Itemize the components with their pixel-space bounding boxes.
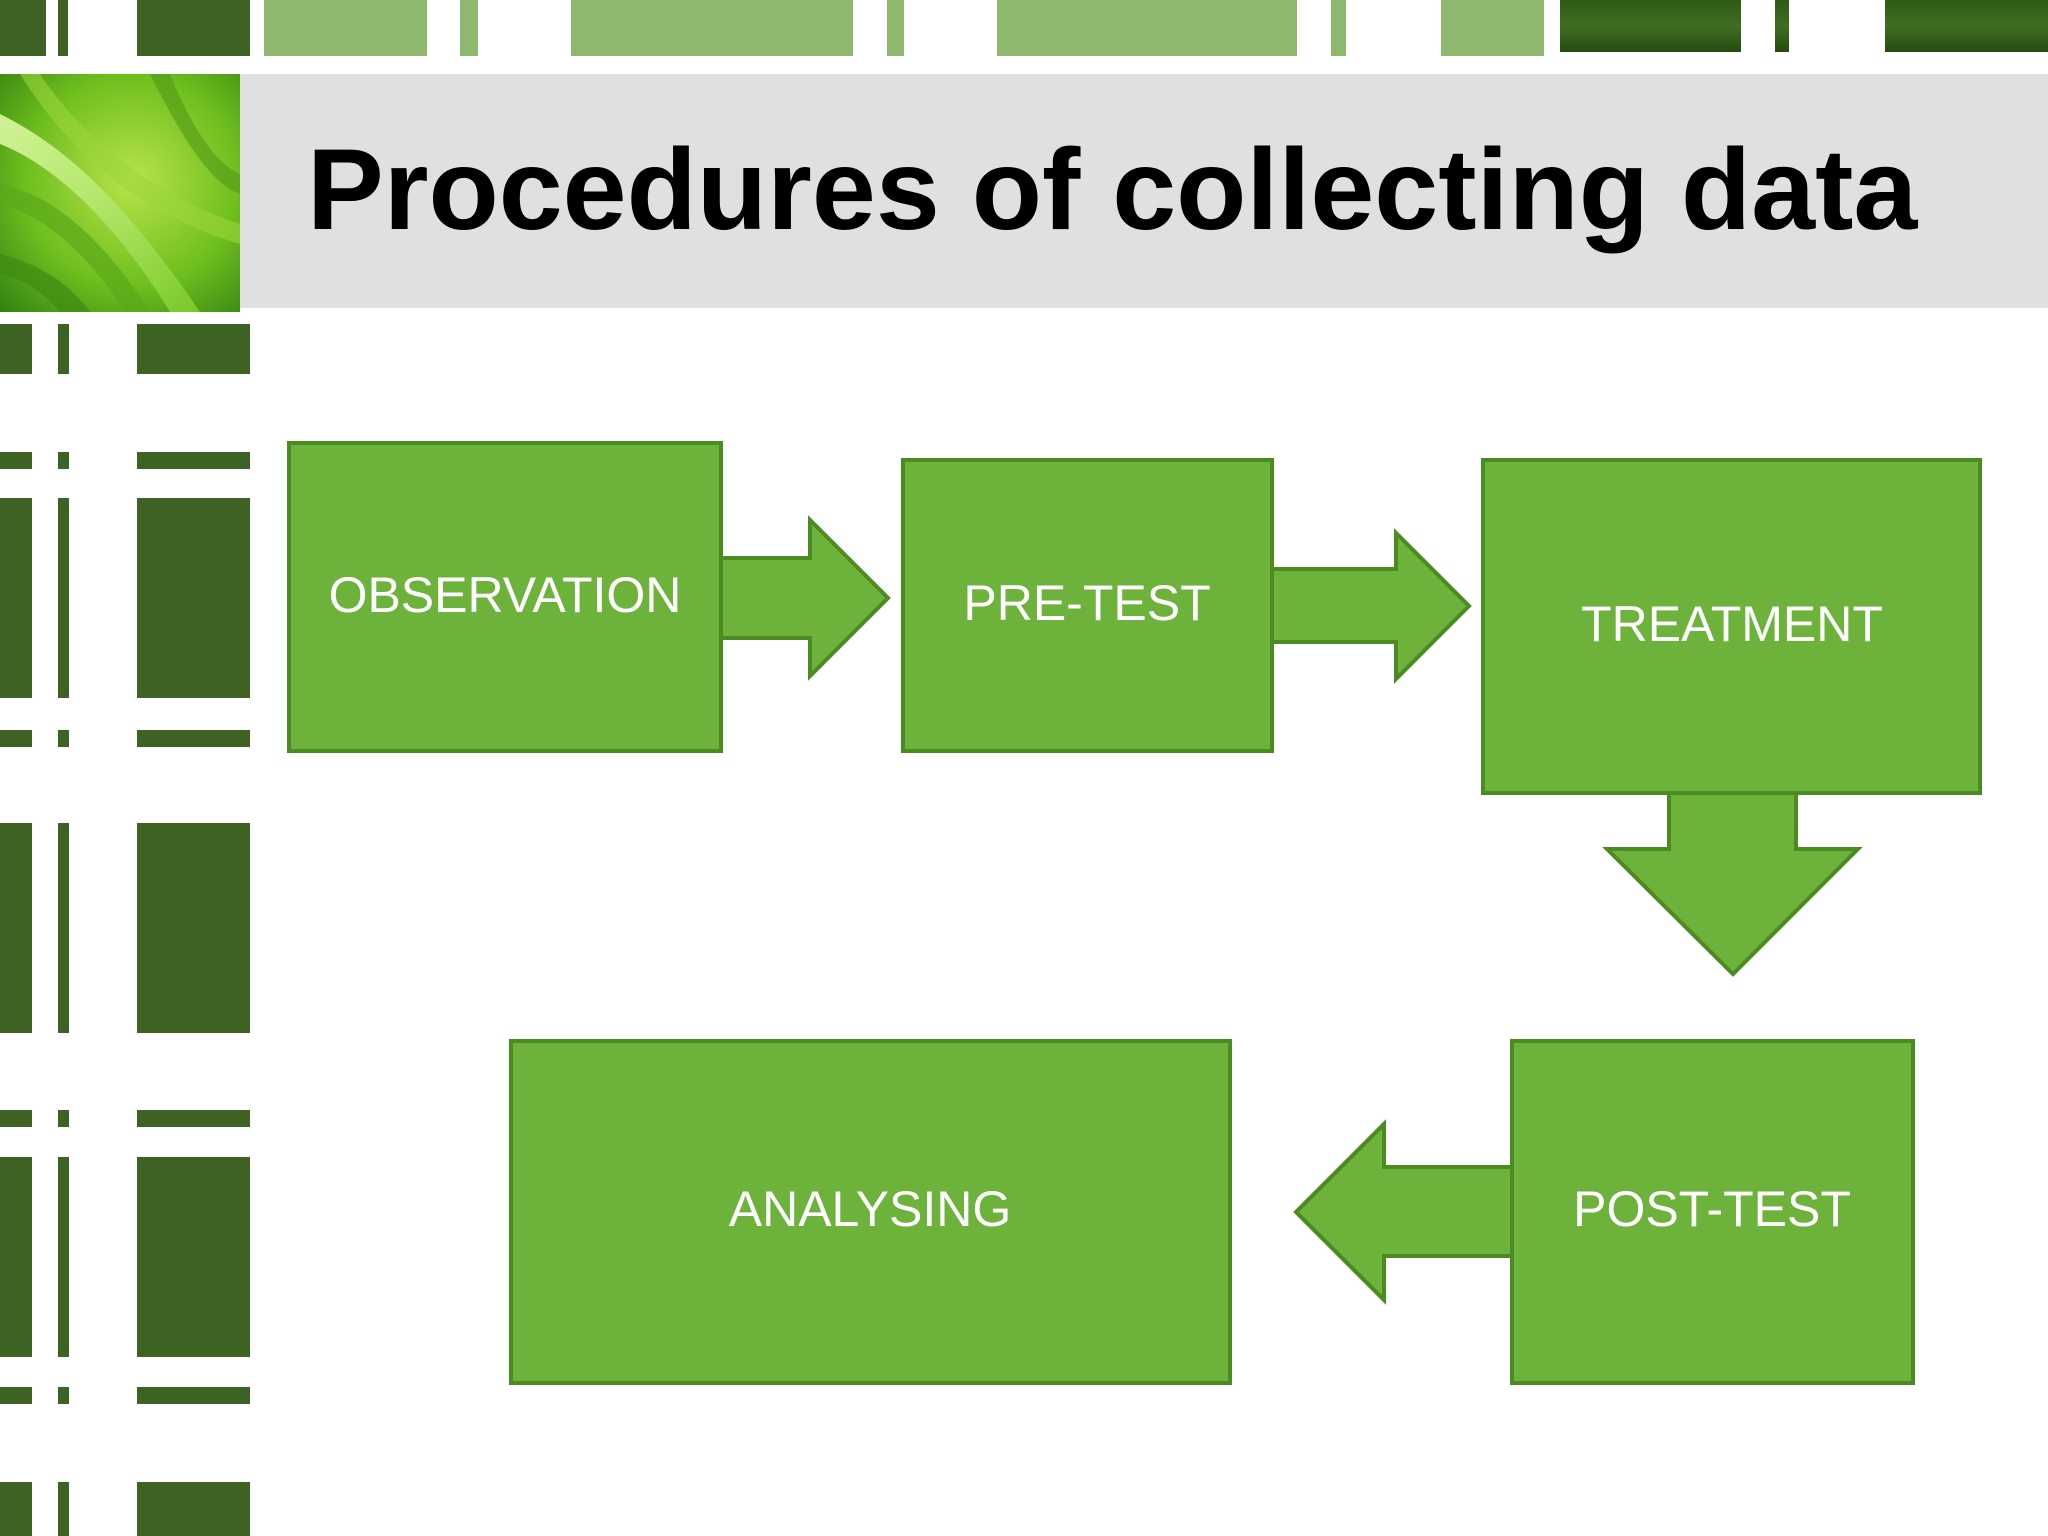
step-label-post-test: POST-TEST bbox=[1573, 1181, 1851, 1237]
left-bar bbox=[137, 823, 250, 1033]
top-bar bbox=[0, 0, 46, 56]
slide-title: Procedures of collecting data bbox=[307, 126, 1918, 254]
top-bar bbox=[997, 0, 1297, 56]
top-bar bbox=[1885, 0, 2048, 52]
step-box-treatment bbox=[1481, 458, 1982, 795]
left-bar bbox=[58, 823, 69, 1033]
step-box-analysing bbox=[509, 1039, 1232, 1385]
left-bar bbox=[58, 1482, 69, 1536]
left-bar bbox=[137, 498, 250, 698]
left-bar bbox=[0, 1387, 32, 1404]
arrow-treatment-to-posttest bbox=[1602, 791, 1863, 977]
arrow-posttest-to-analysing bbox=[1293, 1119, 1514, 1305]
grass-image bbox=[0, 74, 240, 312]
step-box-pre-test bbox=[901, 458, 1274, 753]
left-bar bbox=[58, 1157, 69, 1357]
left-bar bbox=[58, 730, 69, 747]
left-bar bbox=[137, 452, 250, 469]
left-bar bbox=[0, 452, 32, 469]
arrow-pretest-to-treatment bbox=[1270, 528, 1472, 684]
arrow-observation-to-pretest bbox=[719, 515, 891, 681]
left-bar bbox=[0, 823, 32, 1033]
top-bar bbox=[1775, 0, 1789, 52]
step-box-observation bbox=[287, 441, 723, 753]
left-bar bbox=[0, 498, 32, 698]
left-bar bbox=[137, 1110, 250, 1127]
top-bar bbox=[58, 0, 68, 56]
top-bar bbox=[137, 0, 250, 56]
left-bar bbox=[58, 452, 69, 469]
step-box-post-test bbox=[1510, 1039, 1915, 1385]
left-bar bbox=[58, 1387, 69, 1404]
top-bar bbox=[1441, 0, 1544, 56]
left-bar bbox=[0, 1157, 32, 1357]
step-label-pre-test: PRE-TEST bbox=[963, 575, 1210, 631]
top-bar bbox=[1331, 0, 1346, 56]
left-bar bbox=[0, 1482, 32, 1536]
step-label-observation: OBSERVATION bbox=[329, 567, 682, 623]
top-bar bbox=[571, 0, 853, 56]
step-label-treatment: TREATMENT bbox=[1581, 596, 1883, 652]
top-bar bbox=[1560, 0, 1741, 52]
top-bar bbox=[887, 0, 904, 56]
left-bar bbox=[0, 1110, 32, 1127]
left-bar bbox=[58, 498, 69, 698]
top-bar bbox=[460, 0, 478, 56]
title-band bbox=[240, 74, 2048, 308]
left-bar bbox=[58, 1110, 69, 1127]
left-bar bbox=[0, 324, 32, 374]
left-bar bbox=[137, 324, 250, 374]
step-label-analysing: ANALYSING bbox=[729, 1181, 1012, 1237]
left-bar bbox=[137, 1157, 250, 1357]
top-bar bbox=[264, 0, 427, 56]
left-bar bbox=[137, 730, 250, 747]
left-bar bbox=[137, 1482, 250, 1536]
left-bar bbox=[137, 1387, 250, 1404]
left-bar bbox=[58, 324, 69, 374]
left-bar bbox=[0, 730, 32, 747]
